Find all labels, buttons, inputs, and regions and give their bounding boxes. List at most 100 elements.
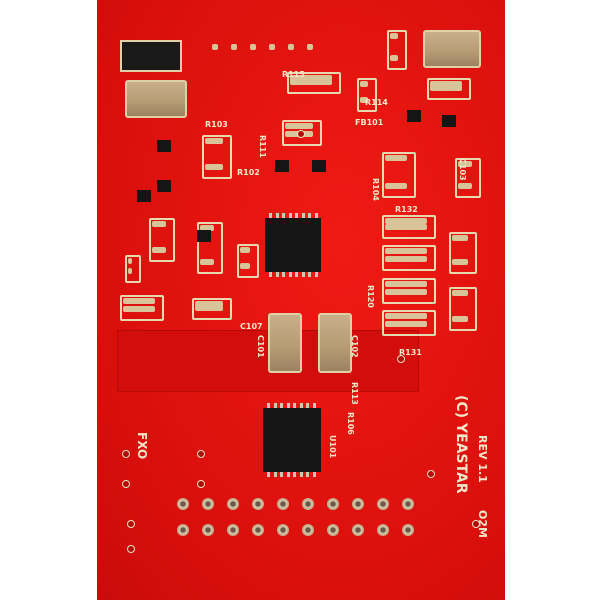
solder-pad <box>452 259 468 265</box>
solder-pad <box>152 221 166 227</box>
component-outline <box>202 135 232 179</box>
ic-pin <box>269 213 272 218</box>
solder-pad <box>385 256 427 262</box>
solder-pad <box>290 75 332 81</box>
solder-pad <box>205 164 223 170</box>
ic-pin <box>314 272 318 277</box>
test-point <box>288 44 294 50</box>
model-label: O2M <box>476 510 489 538</box>
ic-pin <box>301 213 305 218</box>
solder-pad <box>385 321 427 327</box>
ic-pin <box>306 403 309 408</box>
transistor <box>442 115 456 127</box>
ic-pin <box>275 272 279 277</box>
solder-pad <box>195 301 223 307</box>
header-pin <box>277 524 289 536</box>
label-c107: C107 <box>240 322 263 331</box>
component-outline <box>382 215 436 239</box>
transistor <box>407 110 421 122</box>
component-outline <box>427 78 471 100</box>
component-outline <box>237 244 259 278</box>
solder-pad <box>360 97 368 103</box>
header-pin <box>352 524 364 536</box>
module-type-label: FXO <box>135 432 149 460</box>
solder-pad <box>123 298 155 304</box>
ic-pin <box>288 213 292 218</box>
component-outline <box>382 152 416 198</box>
component-outline <box>449 287 477 331</box>
header-pin <box>177 498 189 510</box>
header-pin <box>202 524 214 536</box>
header-pin <box>277 498 289 510</box>
capacitor <box>125 80 187 118</box>
ic-pin <box>282 213 285 218</box>
header-pin <box>227 524 239 536</box>
header-pin <box>302 524 314 536</box>
test-point <box>307 44 313 50</box>
label-r115: R115 <box>282 70 305 79</box>
component-outline <box>449 232 477 274</box>
label-r106: R106 <box>346 412 355 435</box>
component-outline <box>287 72 341 94</box>
label-r120: R120 <box>366 285 375 308</box>
label-u101: U101 <box>328 435 337 459</box>
component-outline <box>125 255 141 283</box>
test-point <box>250 44 256 50</box>
header-pin <box>327 524 339 536</box>
solder-pad <box>205 138 223 144</box>
test-point <box>269 44 275 50</box>
solder-pad <box>240 263 250 269</box>
label-r113: R113 <box>350 382 359 405</box>
ic-pin <box>267 472 270 477</box>
transistor <box>137 190 151 202</box>
solder-pad <box>128 268 132 274</box>
ic-pin <box>280 472 283 477</box>
header-pin <box>252 498 264 510</box>
component-outline <box>192 298 232 320</box>
solder-pad <box>128 258 132 264</box>
ic-pin <box>306 472 309 477</box>
pcb-board: (C) YEASTAR REV 1.1 O2M FXO R103 R111 R1… <box>97 0 505 600</box>
ic-pin <box>312 403 316 408</box>
ic-pin <box>269 272 272 277</box>
via <box>127 545 135 553</box>
ic-pin <box>293 403 296 408</box>
header-pin <box>252 524 264 536</box>
ic-pin <box>282 272 285 277</box>
solder-pad <box>200 225 214 231</box>
transistor <box>157 180 171 192</box>
ic-pin <box>301 272 305 277</box>
solder-pad <box>360 81 368 87</box>
label-c102: C102 <box>350 335 359 358</box>
ic-chip <box>265 218 321 272</box>
transistor <box>275 160 289 172</box>
solder-pad <box>430 81 462 87</box>
via <box>397 355 405 363</box>
ic-pin <box>288 272 292 277</box>
header-pin <box>327 498 339 510</box>
via <box>197 450 205 458</box>
ic-pin <box>286 403 290 408</box>
solder-pad <box>385 313 427 319</box>
via <box>122 450 130 458</box>
component-outline <box>387 30 407 70</box>
ic-pin <box>286 472 290 477</box>
ic-pin <box>308 213 311 218</box>
header-pin <box>177 524 189 536</box>
label-c101: C101 <box>256 335 265 358</box>
via <box>127 520 135 528</box>
solder-pad <box>290 79 332 85</box>
solder-pad <box>390 55 398 61</box>
transistor <box>312 160 326 172</box>
solder-pad <box>123 306 155 312</box>
ic-pin <box>295 213 298 218</box>
solder-pad <box>385 248 427 254</box>
header-pin <box>402 498 414 510</box>
solder-pad <box>385 289 427 295</box>
via <box>427 470 435 478</box>
component-outline <box>149 218 175 262</box>
solder-pad <box>452 235 468 241</box>
component-outline <box>382 245 436 271</box>
ic-pin <box>299 403 303 408</box>
ic-pin <box>299 472 303 477</box>
